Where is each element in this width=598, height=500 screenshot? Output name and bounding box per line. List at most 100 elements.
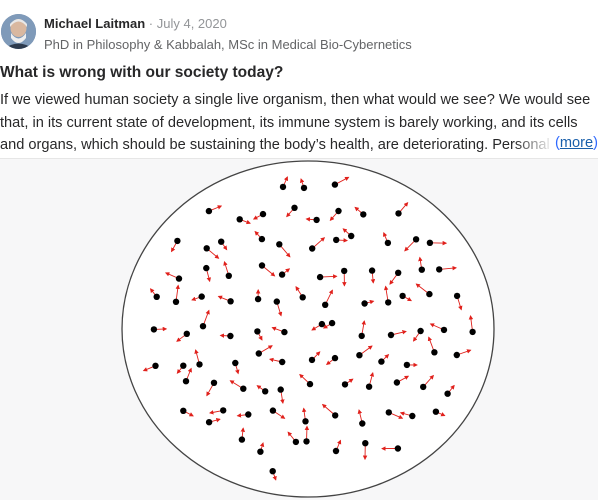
cell-dot	[317, 274, 323, 280]
cell-dot	[386, 409, 392, 415]
cell-dot	[180, 363, 186, 369]
cell-dot	[204, 245, 210, 251]
cell-dot	[291, 205, 297, 211]
cell-dot	[369, 267, 375, 273]
cell-dot	[302, 418, 308, 424]
cell-dot	[270, 407, 276, 413]
cell-dot	[388, 332, 394, 338]
cell-dot	[279, 359, 285, 365]
cell-dot	[301, 185, 307, 191]
cell-dot	[218, 239, 224, 245]
cell-dot	[332, 412, 338, 418]
cell-dot	[454, 352, 460, 358]
cell-dot	[180, 408, 186, 414]
cell-dot	[333, 448, 339, 454]
cell-dot	[152, 363, 158, 369]
cell-dot	[426, 291, 432, 297]
cell-dot	[329, 320, 335, 326]
cell-dot	[427, 240, 433, 246]
cell-dot	[293, 439, 299, 445]
more-link[interactable]: (more)	[553, 132, 598, 155]
answer-line: If we viewed human society a single live…	[0, 89, 598, 112]
cell-dot	[227, 333, 233, 339]
cell-dot	[255, 296, 261, 302]
cell-dot	[154, 294, 160, 300]
cell-dot	[262, 388, 268, 394]
cell-dot	[200, 323, 206, 329]
cells-diagram	[0, 159, 598, 500]
more-close-paren: )	[593, 135, 598, 151]
cell-dot	[417, 328, 423, 334]
cell-dot	[196, 361, 202, 367]
cell-dot	[259, 262, 265, 268]
cell-dot	[276, 241, 282, 247]
organism-circle	[122, 161, 494, 497]
cell-dot	[342, 381, 348, 387]
post-date[interactable]: July 4, 2020	[157, 16, 227, 31]
cell-dot	[281, 329, 287, 335]
cell-dot	[274, 298, 280, 304]
author-name[interactable]: Michael Laitman	[44, 16, 145, 31]
cell-dot	[335, 208, 341, 214]
cell-dot	[366, 384, 372, 390]
cell-dot	[359, 420, 365, 426]
cell-dot	[332, 355, 338, 361]
cell-dot	[309, 357, 315, 363]
cell-dot	[454, 293, 460, 299]
cell-dot	[348, 233, 354, 239]
more-label[interactable]: more	[560, 135, 593, 151]
cell-dot	[469, 329, 475, 335]
answer-line: that, in its current state of developmen…	[0, 112, 598, 135]
cell-dot	[174, 238, 180, 244]
cell-dot	[359, 333, 365, 339]
cell-dot	[260, 211, 266, 217]
cell-dot	[356, 352, 362, 358]
cell-dot	[309, 245, 315, 251]
cell-dot	[441, 327, 447, 333]
cell-dot	[199, 293, 205, 299]
cell-dot	[395, 210, 401, 216]
avatar-portrait	[1, 14, 36, 49]
cell-dot	[420, 384, 426, 390]
cell-dot	[404, 362, 410, 368]
author-line: Michael Laitman · July 4, 2020	[44, 16, 227, 31]
cell-dot	[240, 386, 246, 392]
cell-dot	[332, 181, 338, 187]
cell-dot	[280, 184, 286, 190]
cell-dot	[322, 302, 328, 308]
cell-dot	[259, 236, 265, 242]
cell-dot	[226, 273, 232, 279]
cell-dot	[206, 208, 212, 214]
cell-dot	[399, 293, 405, 299]
cell-dot	[361, 300, 367, 306]
answer-snippet[interactable]: If we viewed human society a single live…	[0, 89, 598, 155]
cell-dot	[419, 267, 425, 273]
cell-dot	[237, 216, 243, 222]
cell-dot	[239, 436, 245, 442]
answer-line: and organs, which should be sustaining t…	[0, 134, 598, 155]
question-title[interactable]: What is wrong with our society today?	[0, 64, 283, 82]
cell-dot	[184, 331, 190, 337]
cell-dot	[211, 380, 217, 386]
cell-dot	[360, 211, 366, 217]
cell-dot	[319, 321, 325, 327]
cell-dot	[395, 270, 401, 276]
cell-dot	[409, 413, 415, 419]
cell-dot	[313, 217, 319, 223]
cell-dot	[279, 271, 285, 277]
author-credential: PhD in Philosophy & Kabbalah, MSc in Med…	[44, 37, 412, 52]
cell-dot	[173, 299, 179, 305]
author-avatar[interactable]	[1, 14, 36, 49]
cell-dot	[151, 326, 157, 332]
cell-dot	[303, 438, 309, 444]
cell-dot	[378, 358, 384, 364]
cell-dot	[444, 391, 450, 397]
text-fade	[514, 132, 554, 154]
answer-image[interactable]	[0, 158, 598, 500]
cell-dot	[394, 379, 400, 385]
cell-dot	[245, 411, 251, 417]
cell-dot	[220, 407, 226, 413]
cell-dot	[333, 237, 339, 243]
cell-dot	[227, 298, 233, 304]
cell-dot	[176, 275, 182, 281]
